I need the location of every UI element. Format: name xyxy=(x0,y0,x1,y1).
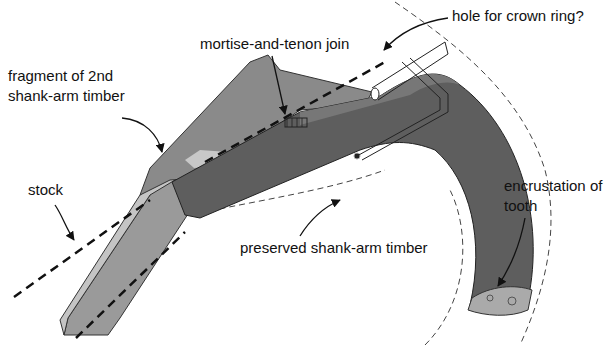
axis-line xyxy=(76,232,185,338)
encrustation-texture xyxy=(487,295,493,301)
callout-label: fragment of 2nd shank-arm timber xyxy=(8,66,148,106)
encrustation-texture xyxy=(508,297,516,305)
mortise-join xyxy=(285,118,307,127)
callout-label: mortise-and-tenon join xyxy=(200,34,390,54)
crown-ring xyxy=(372,42,448,100)
crown-ring xyxy=(357,58,448,160)
crown-ring-end xyxy=(371,88,379,100)
leader-arrow xyxy=(122,118,162,152)
leader-arrow xyxy=(55,205,74,240)
join-detail xyxy=(287,118,302,127)
shank-arm-top xyxy=(300,74,460,125)
leader-arrow xyxy=(272,56,285,114)
callout-label: encrustation of tooth xyxy=(504,176,612,216)
tooth-encrustation xyxy=(468,287,532,316)
stock-face xyxy=(60,168,195,335)
callout-label: hole for crown ring? xyxy=(452,6,612,26)
leader-arrow xyxy=(498,218,525,286)
shank-arm-timber xyxy=(172,74,533,305)
callout-label: stock xyxy=(28,180,88,200)
callout-label: preserved shank-arm timber xyxy=(240,238,460,258)
leader-arrow xyxy=(384,18,448,50)
leader-arrow xyxy=(300,200,340,236)
reconstruction-outline xyxy=(425,190,463,345)
